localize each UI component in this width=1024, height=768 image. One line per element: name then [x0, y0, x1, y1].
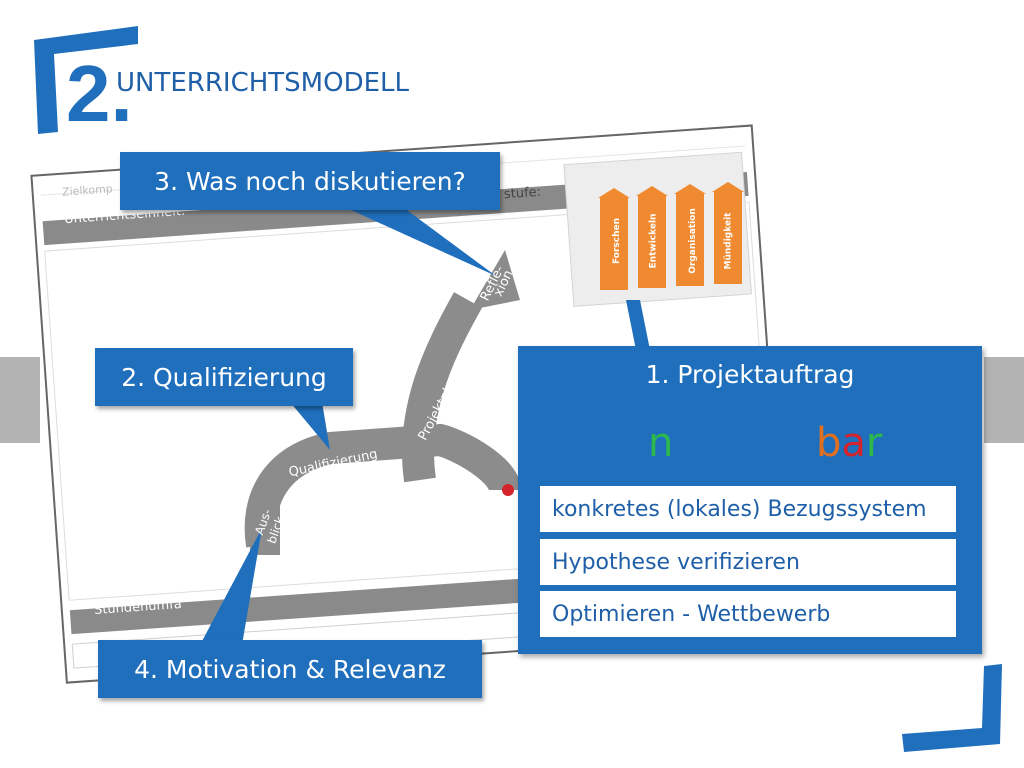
letter-r: r [865, 420, 883, 466]
item-optimieren: Optimieren - Wettbewerb [540, 591, 956, 637]
bar-word: bar [816, 420, 882, 466]
callout-diskutieren: 3. Was noch diskutieren? [120, 152, 500, 210]
projektphase-arc [402, 292, 482, 483]
right-grey-band [984, 357, 1024, 443]
pillar-label-muendigkeit: Mündigkeit [723, 212, 734, 270]
heading-number: 2. [66, 49, 133, 138]
item-hypothese: Hypothese verifizieren [540, 539, 956, 585]
callout-4-pointer [200, 528, 262, 645]
pillar-label-entwickeln: Entwickeln [648, 213, 659, 269]
pillar-label-organisation: Organisation [687, 208, 698, 274]
callout-2-pointer [290, 402, 330, 450]
slide-title: UNTERRICHTSMODELL [116, 68, 409, 98]
bottom-right-bracket [902, 664, 1002, 752]
letter-b: b [816, 420, 842, 466]
pillars [598, 182, 744, 290]
top-left-bracket [34, 26, 138, 134]
projektauftrag-panel: 1. Projektauftrag n bar konkretes (lokal… [518, 346, 982, 654]
callout-qualifizierung: 2. Qualifizierung [95, 348, 353, 406]
panel-1-pointer [626, 300, 650, 350]
red-marker [502, 484, 514, 496]
letter-a: a [841, 420, 866, 466]
letter-n: n [648, 420, 674, 466]
projektauftrag-title: 1. Projektauftrag [645, 360, 855, 389]
pillar-label-forschen: Forschen [612, 217, 623, 265]
stufe-label: stufe: [503, 184, 542, 203]
item-bezugssystem: konkretes (lokales) Bezugssystem [540, 486, 956, 532]
callout-motivation: 4. Motivation & Relevanz [98, 640, 482, 698]
callout-3-pointer [340, 205, 496, 276]
reflexion-arrowhead [470, 250, 520, 310]
left-grey-band [0, 357, 40, 443]
